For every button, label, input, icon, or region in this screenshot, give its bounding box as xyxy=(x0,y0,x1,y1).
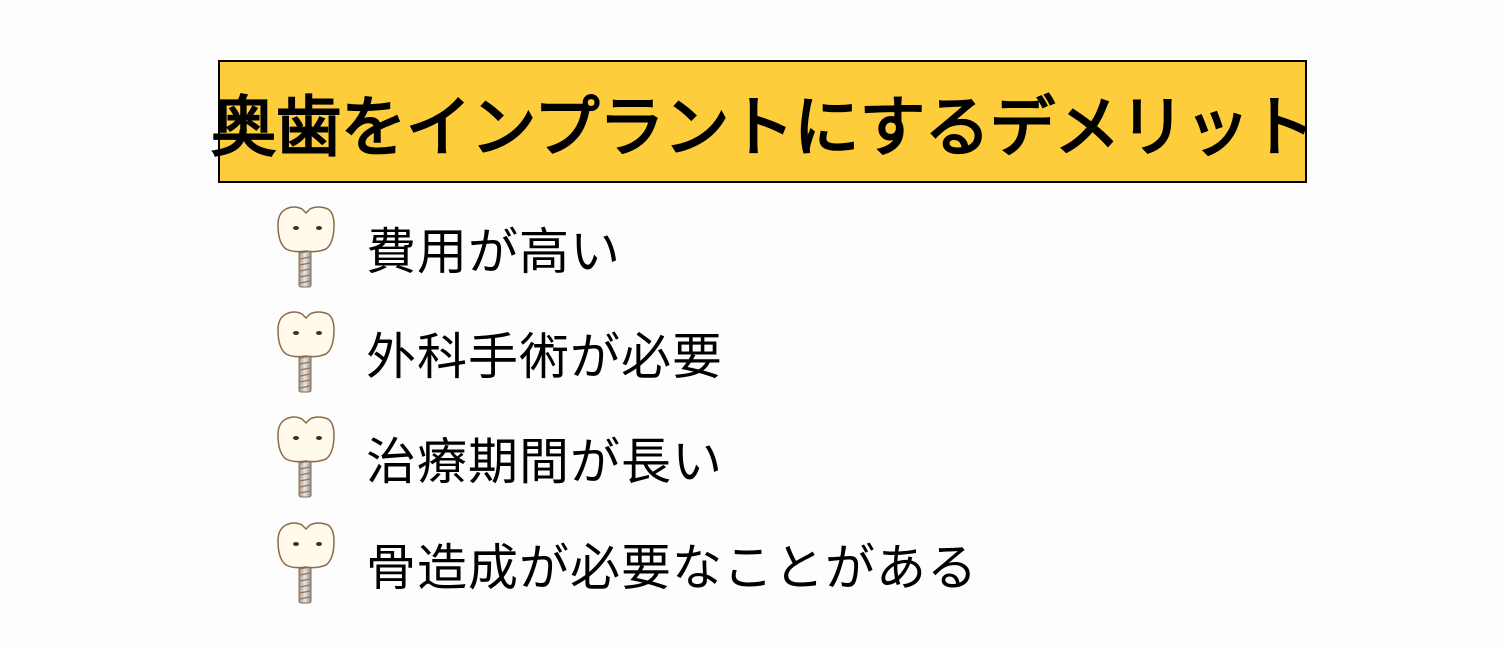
list-item: 治療期間が長い xyxy=(272,408,723,508)
page-title: 奥歯をインプラントにするデメリット xyxy=(210,88,1316,166)
item-label: 骨造成が必要なことがある xyxy=(366,539,978,597)
list-item: 骨造成が必要なことがある xyxy=(272,514,978,614)
item-label: 外科手術が必要 xyxy=(366,328,723,386)
implant-tooth-icon xyxy=(277,206,335,288)
implant-tooth-icon xyxy=(277,416,335,498)
item-label: 費用が高い xyxy=(366,223,621,281)
title-banner: 奥歯をインプラントにするデメリット xyxy=(211,60,1315,183)
list-item: 費用が高い xyxy=(272,198,621,298)
implant-tooth-icon xyxy=(277,311,335,393)
item-label: 治療期間が長い xyxy=(366,433,723,491)
list-item: 外科手術が必要 xyxy=(272,303,723,403)
implant-tooth-icon xyxy=(277,522,335,604)
